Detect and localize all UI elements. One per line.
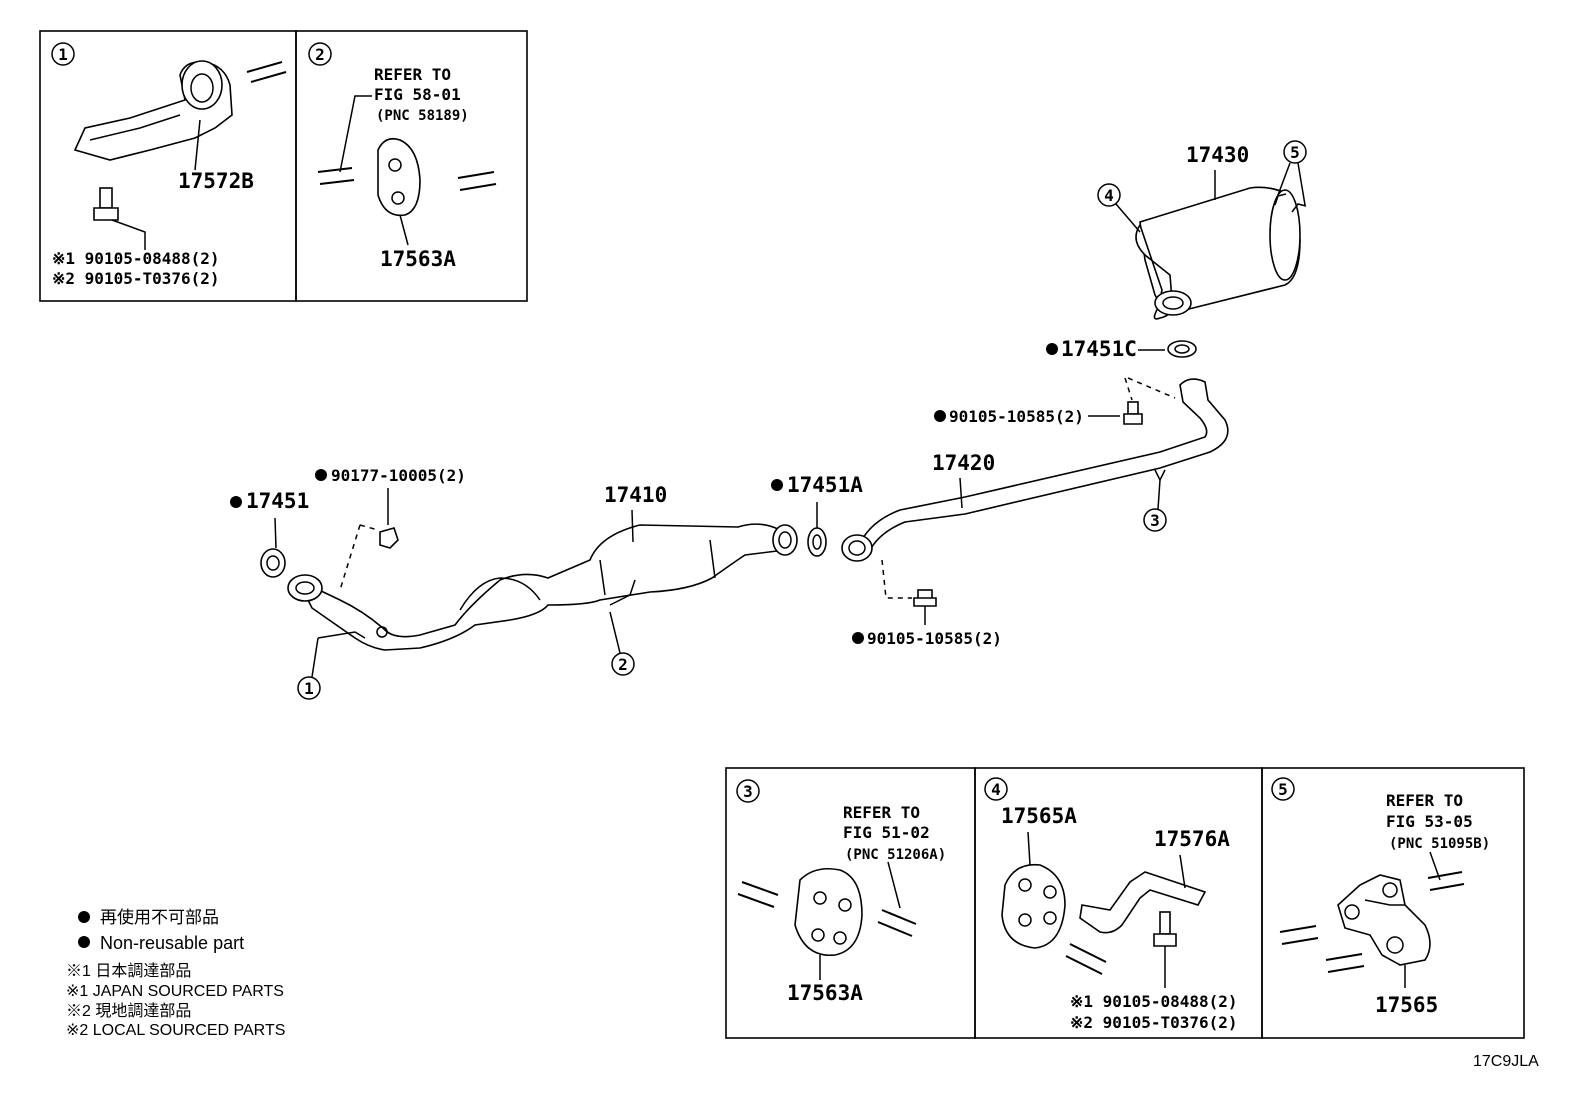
rubber-mount-17565 (1337, 874, 1431, 966)
inset-4: 4 17565A 17576A ※1 90105-08488(2) ※2 901… (974, 767, 1263, 1039)
rubber-hanger-icon (794, 867, 863, 956)
bolt-local-label: ※2 90105-T0376(2) (1070, 1013, 1238, 1032)
non-reusable-dot (78, 911, 90, 923)
pipe-stub-icon (457, 171, 497, 191)
diagram-code: 17C9JLA (1473, 1053, 1539, 1070)
inset-4-number: 4 (991, 780, 1001, 799)
inset-2-number: 2 (315, 45, 325, 64)
part-17563A-top: 17563A (380, 247, 456, 271)
pipe-stub-icon (1427, 871, 1465, 891)
pipe-stub-icon (317, 167, 355, 185)
refer-to-line1: REFER TO (374, 65, 451, 84)
callout-3-circle (1143, 508, 1167, 532)
bolt-icon (1123, 401, 1143, 425)
rubber-hanger-icon (1001, 863, 1066, 949)
refer-to-line1: REFER TO (1386, 791, 1463, 810)
callout-4: 4 (1104, 186, 1114, 205)
part-90177: 90177-10005(2) (331, 466, 466, 485)
bracket-17572B (73, 60, 233, 161)
callout-2: 2 (618, 655, 628, 674)
part-17451C: 17451C (1061, 337, 1137, 361)
part-17576A: 17576A (1154, 827, 1230, 851)
legend-local-jp: ※2 現地調達部品 (66, 1002, 191, 1020)
non-reusable-dot (1046, 343, 1058, 355)
gasket-17451C (1167, 340, 1197, 358)
inset-2-number-circle (308, 42, 332, 66)
front-pipe-17410 (287, 523, 798, 651)
inset-1-number: 1 (58, 45, 68, 64)
pipe-stub-icon (877, 909, 917, 937)
refer-to-line1: REFER TO (843, 803, 920, 822)
muffler-17430 (1135, 186, 1307, 320)
non-reusable-dot (230, 496, 242, 508)
bolt-icon (1153, 911, 1177, 947)
callout-1-circle (297, 676, 321, 700)
bracket-17576A (1079, 871, 1207, 934)
legend: 再使用不可部品 Non-reusable part ※1 日本調達部品 ※1 J… (66, 907, 285, 1039)
part-90105-lower: 90105-10585(2) (867, 629, 1002, 648)
inset-5-number-circle (1271, 777, 1295, 801)
inset-5-frame (1261, 767, 1525, 1039)
callout-5-circle (1283, 140, 1307, 164)
inset-1-number-circle (51, 42, 75, 66)
bolt-icon (93, 187, 119, 221)
non-reusable-dot (771, 479, 783, 491)
non-reusable-dot (852, 632, 864, 644)
part-17451: 17451 (246, 489, 309, 513)
rubber-hanger-icon (377, 137, 421, 217)
refer-to-line3: (PNC 51095B) (1389, 836, 1490, 852)
inset-1: 1 17572B ※1 90105-08488(2) ※2 90105-T037… (39, 30, 297, 302)
nut-icon (379, 527, 399, 549)
pipe-stub-icon (246, 61, 287, 83)
inset-5: 5 REFER TO FIG 53-05 (PNC 51095B) 17565 (1261, 767, 1525, 1039)
bolt-japan-label: ※1 90105-08488(2) (1070, 992, 1238, 1011)
refer-to-line2: FIG 53-05 (1386, 812, 1473, 831)
inset-2-frame (295, 30, 528, 302)
inset-3: 3 REFER TO FIG 51-02 (PNC 51206A) 17563A (725, 767, 976, 1039)
legend-non-reusable-jp: 再使用不可部品 (100, 907, 219, 927)
inset-5-number: 5 (1278, 780, 1288, 799)
inset-2: 2 REFER TO FIG 58-01 (PNC 58189) 17563A (295, 30, 528, 302)
inset-4-number-circle (984, 777, 1008, 801)
tailpipe-17420 (841, 378, 1229, 562)
part-17565A: 17565A (1001, 804, 1077, 828)
inset-3-number-circle (736, 779, 760, 803)
bolt-local-label: ※2 90105-T0376(2) (52, 269, 220, 288)
bolt-japan-label: ※1 90105-08488(2) (52, 249, 220, 268)
callout-1: 1 (304, 679, 314, 698)
legend-japan-jp: ※1 日本調達部品 (66, 962, 191, 980)
non-reusable-dot (78, 936, 90, 948)
refer-to-line3: (PNC 58189) (376, 108, 469, 124)
inset-3-number: 3 (743, 782, 753, 801)
pipe-stub-icon (1325, 953, 1365, 973)
part-17563A-bottom: 17563A (787, 981, 863, 1005)
pipe-stub-icon (737, 881, 779, 908)
refer-to-line3: (PNC 51206A) (845, 847, 946, 863)
gasket-17451A (807, 527, 827, 557)
callout-2-circle (611, 652, 635, 676)
part-17565: 17565 (1375, 993, 1438, 1017)
part-17430: 17430 (1186, 143, 1249, 167)
part-90105-upper: 90105-10585(2) (949, 407, 1084, 426)
part-17451A: 17451A (787, 473, 863, 497)
part-17410: 17410 (604, 483, 667, 507)
bolt-icon (913, 589, 937, 607)
callout-4-circle (1097, 183, 1121, 207)
legend-japan-en: ※1 JAPAN SOURCED PARTS (66, 983, 284, 1000)
part-17420: 17420 (932, 451, 995, 475)
legend-non-reusable-en: Non-reusable part (100, 933, 244, 953)
pipe-stub-icon (1065, 943, 1107, 975)
legend-local-en: ※2 LOCAL SOURCED PARTS (66, 1022, 285, 1039)
refer-to-line2: FIG 58-01 (374, 85, 461, 104)
part-17572B: 17572B (178, 169, 254, 193)
pipe-stub-icon (1279, 925, 1319, 945)
gasket-17451 (260, 548, 286, 578)
callout-5: 5 (1290, 143, 1300, 162)
non-reusable-dot (315, 469, 327, 481)
refer-to-line2: FIG 51-02 (843, 823, 930, 842)
non-reusable-dot (934, 410, 946, 422)
callout-3: 3 (1150, 511, 1160, 530)
